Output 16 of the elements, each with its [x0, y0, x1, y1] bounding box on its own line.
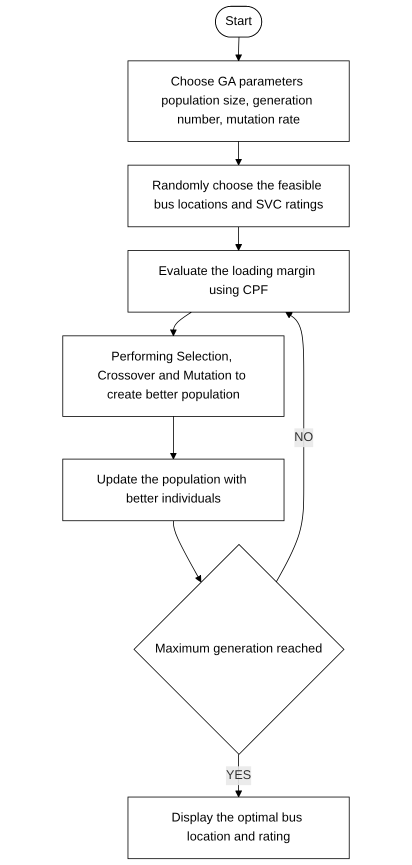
arrow — [235, 37, 242, 62]
node-diamond: Maximum generation reached — [133, 544, 345, 755]
edge-label: YES — [226, 768, 252, 782]
arrow — [276, 312, 304, 582]
node-box: Performing Selection, Crossover and Mutation to create better population — [62, 335, 284, 417]
arrow — [170, 312, 192, 336]
edge-label: NO — [294, 430, 314, 444]
arrow — [235, 226, 242, 251]
node-box: Choose GA parameters population size, generation number, mutation rate — [128, 60, 350, 142]
node-box: Randomly choose the feasible bus locations and SVC ratings — [128, 164, 350, 228]
node-box: Update the population with better individuals — [62, 458, 284, 522]
node-box: Display the optimal bus location and rating — [128, 796, 350, 860]
arrow — [235, 141, 242, 166]
arrow — [170, 416, 177, 460]
node-box: Evaluate the loading margin using CPF — [128, 250, 350, 313]
arrow — [173, 520, 202, 582]
